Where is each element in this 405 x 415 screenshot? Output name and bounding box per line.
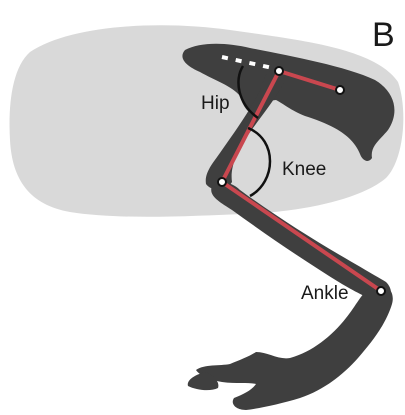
foot-bone: [196, 284, 393, 410]
knee-joint-marker: [218, 178, 226, 186]
ankle-label: Ankle: [301, 283, 349, 304]
pelvis-end-marker: [336, 86, 344, 94]
knee-label: Knee: [282, 159, 326, 180]
ankle-joint-marker: [377, 287, 385, 295]
hip-joint-marker: [275, 67, 283, 75]
panel-letter: B: [372, 16, 395, 54]
hip-label: Hip: [201, 93, 230, 114]
